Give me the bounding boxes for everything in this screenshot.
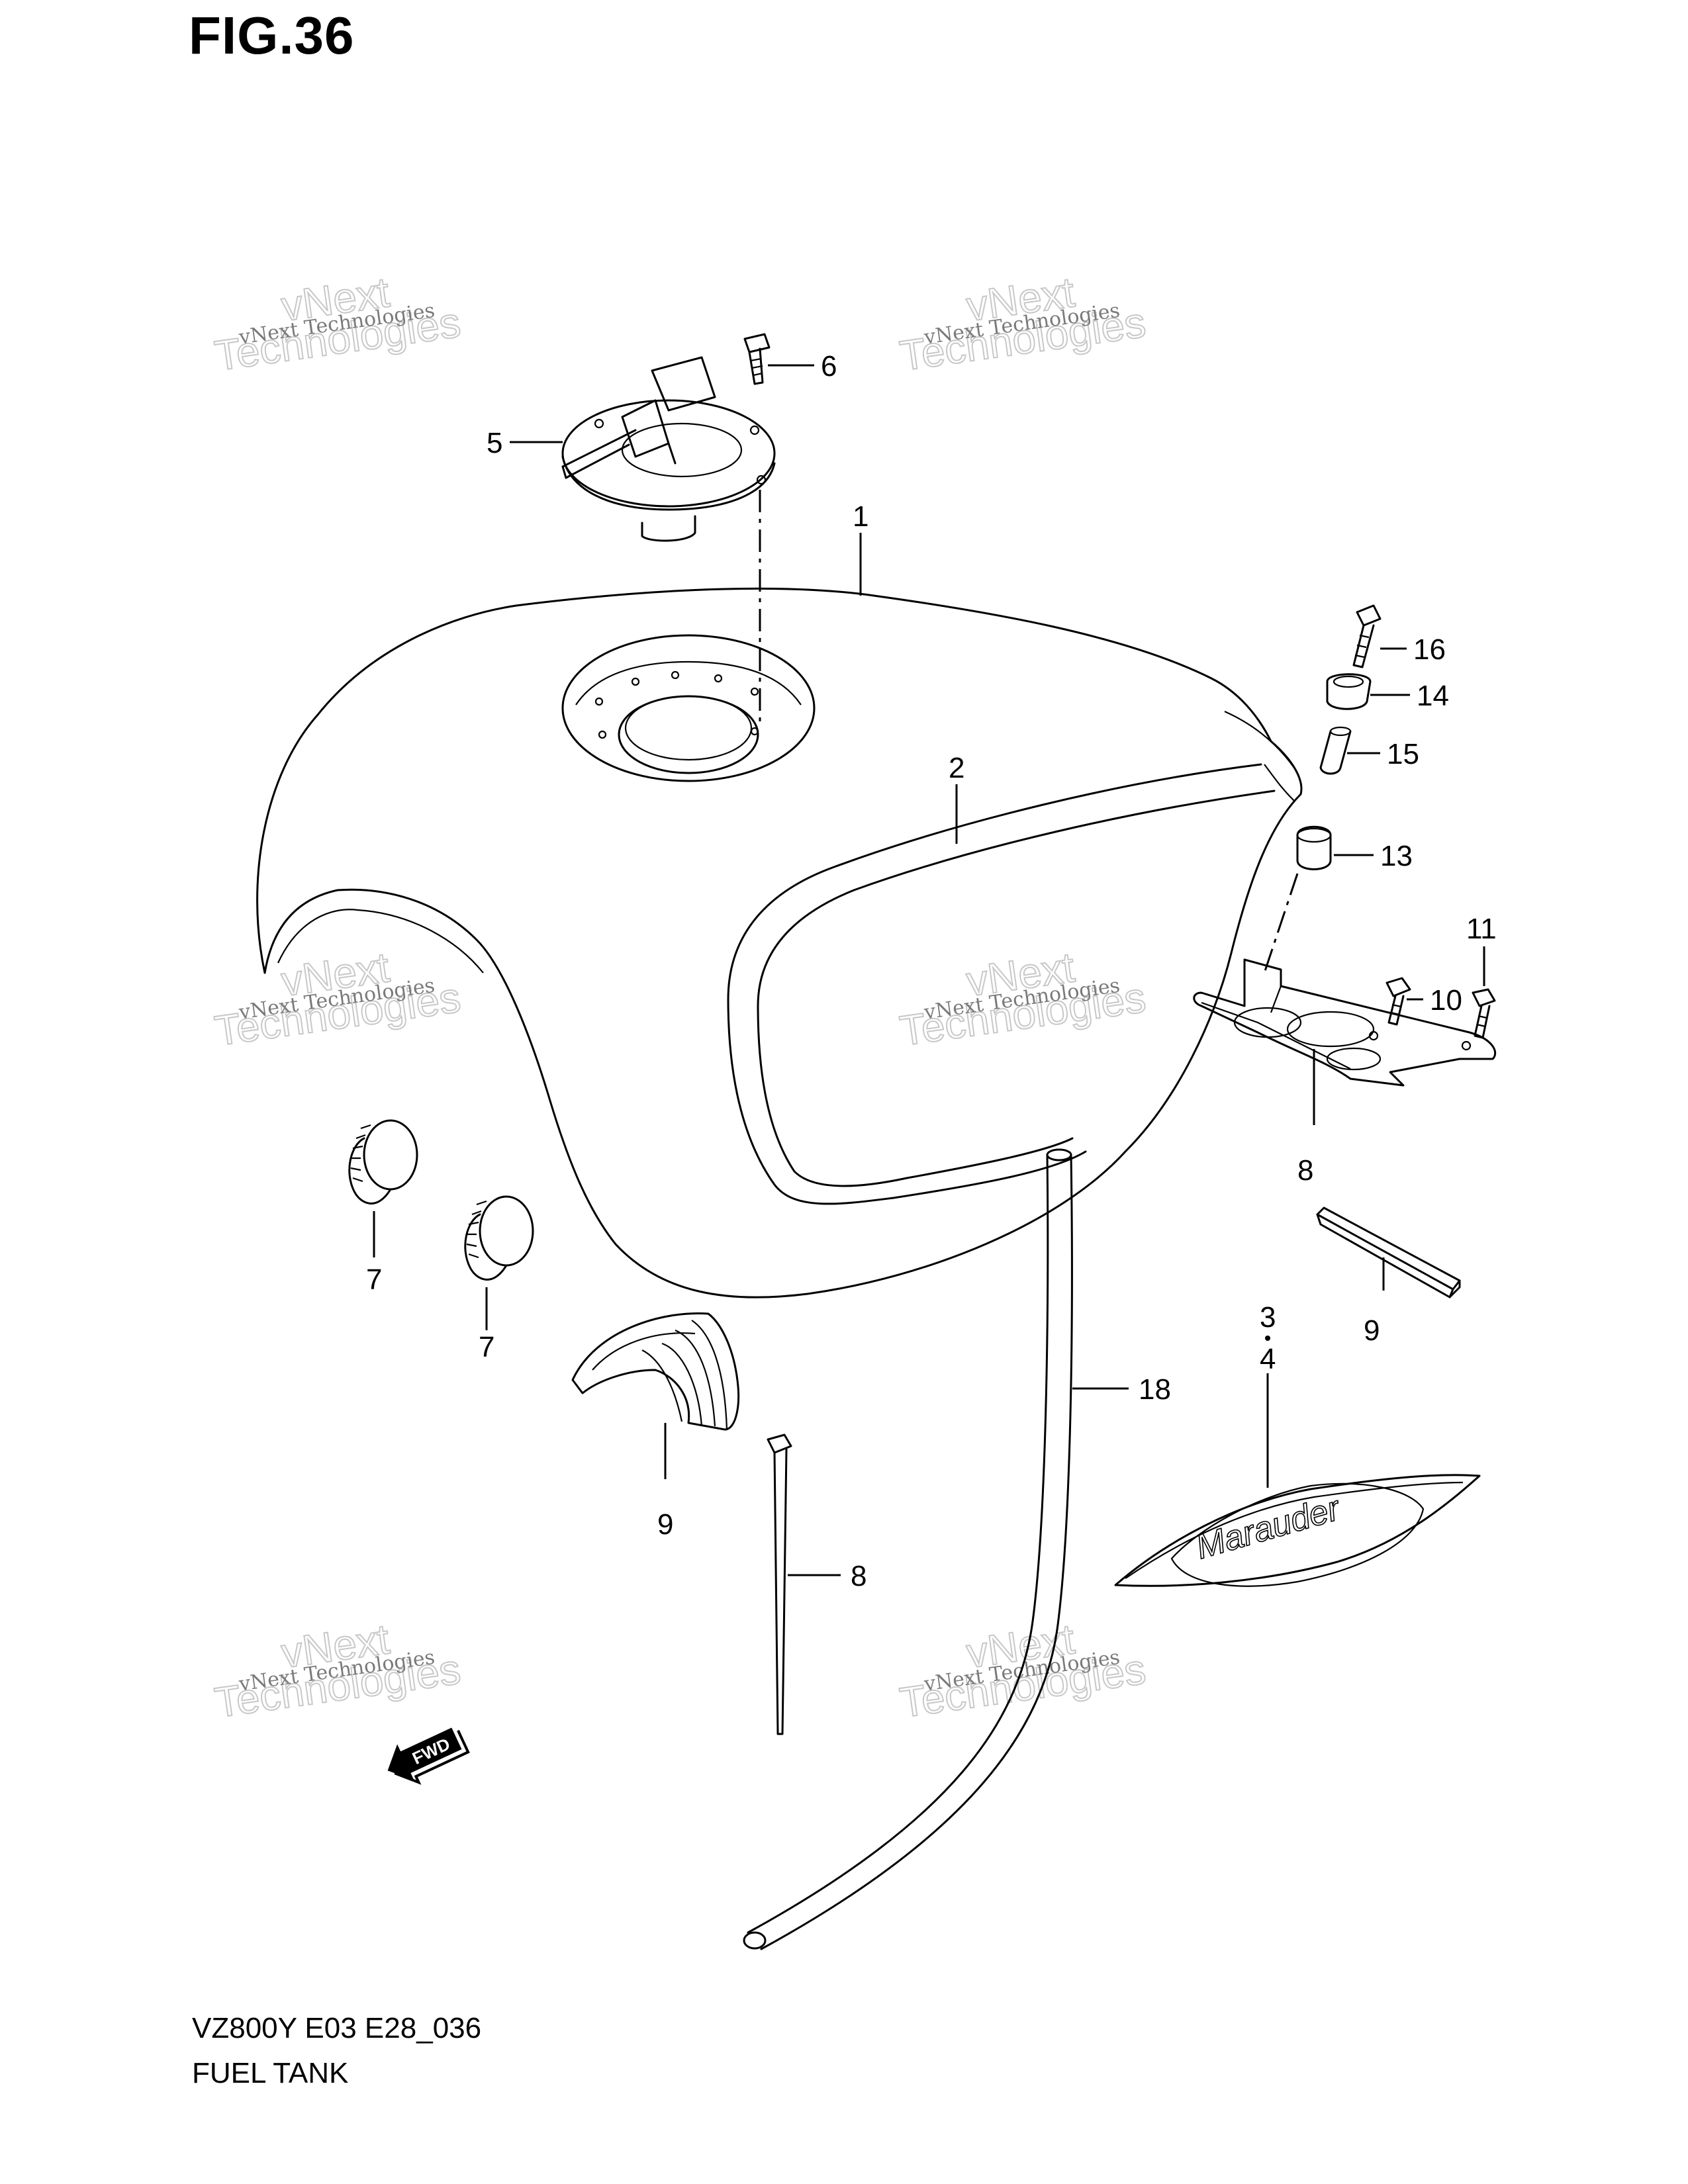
fuel-cap: 5 <box>487 356 776 542</box>
callout-6-label: 6 <box>821 350 837 383</box>
tank-stripe: 2 <box>727 752 1276 1205</box>
breather-hose: 18 <box>743 1148 1171 1950</box>
mounting-bracket: 8 <box>1193 958 1497 1187</box>
callout-13-label: 11 <box>1466 913 1497 945</box>
watermark-mid-center: Technologies vNext vNext Technologies <box>896 942 1149 1056</box>
rubber-strip: 9 <box>1316 1206 1461 1347</box>
cap-bolt: 6 <box>743 333 837 725</box>
watermark-top-left: Technologies vNext vNext Technologies <box>211 267 464 381</box>
rear-mount-stack: 16 14 15 13 <box>1263 604 1449 974</box>
callout-9-label: 8 <box>851 1560 867 1592</box>
figure-name: FUEL TANK <box>192 2057 349 2089</box>
watermark-bottom-center: Technologies vNext vNext Technologies <box>896 1614 1149 1727</box>
callout-1-label: 1 <box>853 500 868 533</box>
callout-17-label: 16 <box>1413 633 1446 666</box>
callout-16-label: 15 <box>1387 738 1419 770</box>
watermark-group: Technologies vNext vNext Technologies Te… <box>211 267 1149 1727</box>
bracket-bolts: 10 11 <box>1385 913 1497 1039</box>
cushion-left: 7 <box>348 1119 418 1296</box>
figure-title: FIG.36 <box>189 6 355 65</box>
callout-3-label: 3 <box>1260 1301 1276 1334</box>
callout-5-label: 5 <box>487 427 502 459</box>
callout-4-label: 4 <box>1260 1343 1276 1375</box>
tank-cushion: 9 <box>571 1312 740 1541</box>
emblem: Marauder 3 4 <box>1114 1301 1481 1587</box>
callout-14-label: 13 <box>1380 840 1413 872</box>
callout-12-label: 10 <box>1430 984 1462 1017</box>
callout-7b-label: 7 <box>479 1331 494 1363</box>
callout-15-label: 14 <box>1417 680 1449 712</box>
filler-recess <box>561 634 816 782</box>
clamp-band: 8 <box>767 1433 867 1735</box>
cushion-right: 7 <box>464 1195 534 1363</box>
callout-2-label: 2 <box>949 752 964 784</box>
callout-8-label: 9 <box>657 1508 673 1541</box>
watermark-top-center: Technologies vNext vNext Technologies <box>896 267 1149 381</box>
fuel-tank: 1 <box>256 500 1303 1298</box>
callout-10-label: 8 <box>1297 1154 1313 1187</box>
callout-7-label: 7 <box>366 1263 382 1296</box>
callout-11-label: 9 <box>1364 1314 1380 1347</box>
watermark-bottom-left: Technologies vNext vNext Technologies <box>211 1614 464 1727</box>
watermark-mid-left: Technologies vNext vNext Technologies <box>211 942 464 1056</box>
callout-18-label: 18 <box>1139 1373 1171 1406</box>
fwd-arrow-icon: FWD <box>387 1727 470 1785</box>
model-code: VZ800Y E03 E28_036 <box>192 2012 482 2044</box>
